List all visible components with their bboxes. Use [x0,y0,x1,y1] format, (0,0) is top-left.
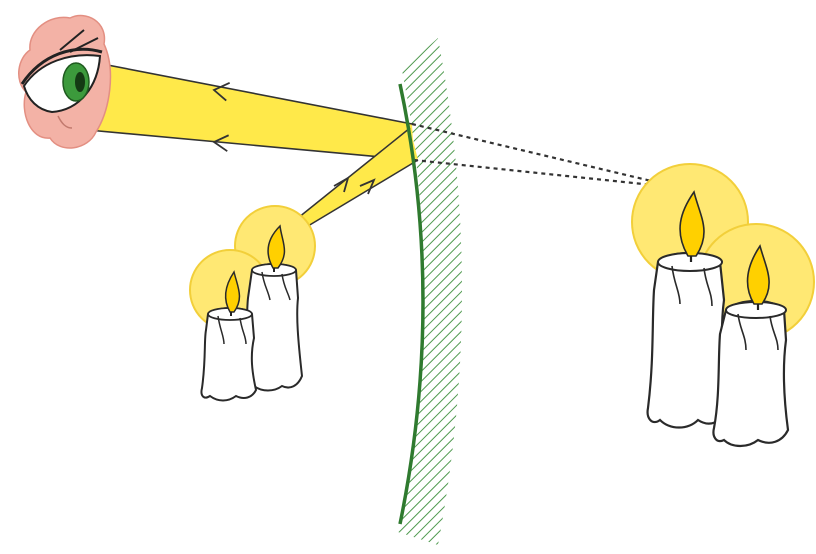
candle-virtual-tall [648,253,728,428]
real-candles [190,206,315,401]
candle-virtual-short [713,301,788,446]
candle-real-short [201,308,256,401]
eye-icon [19,16,111,149]
virtual-candles [632,164,814,446]
